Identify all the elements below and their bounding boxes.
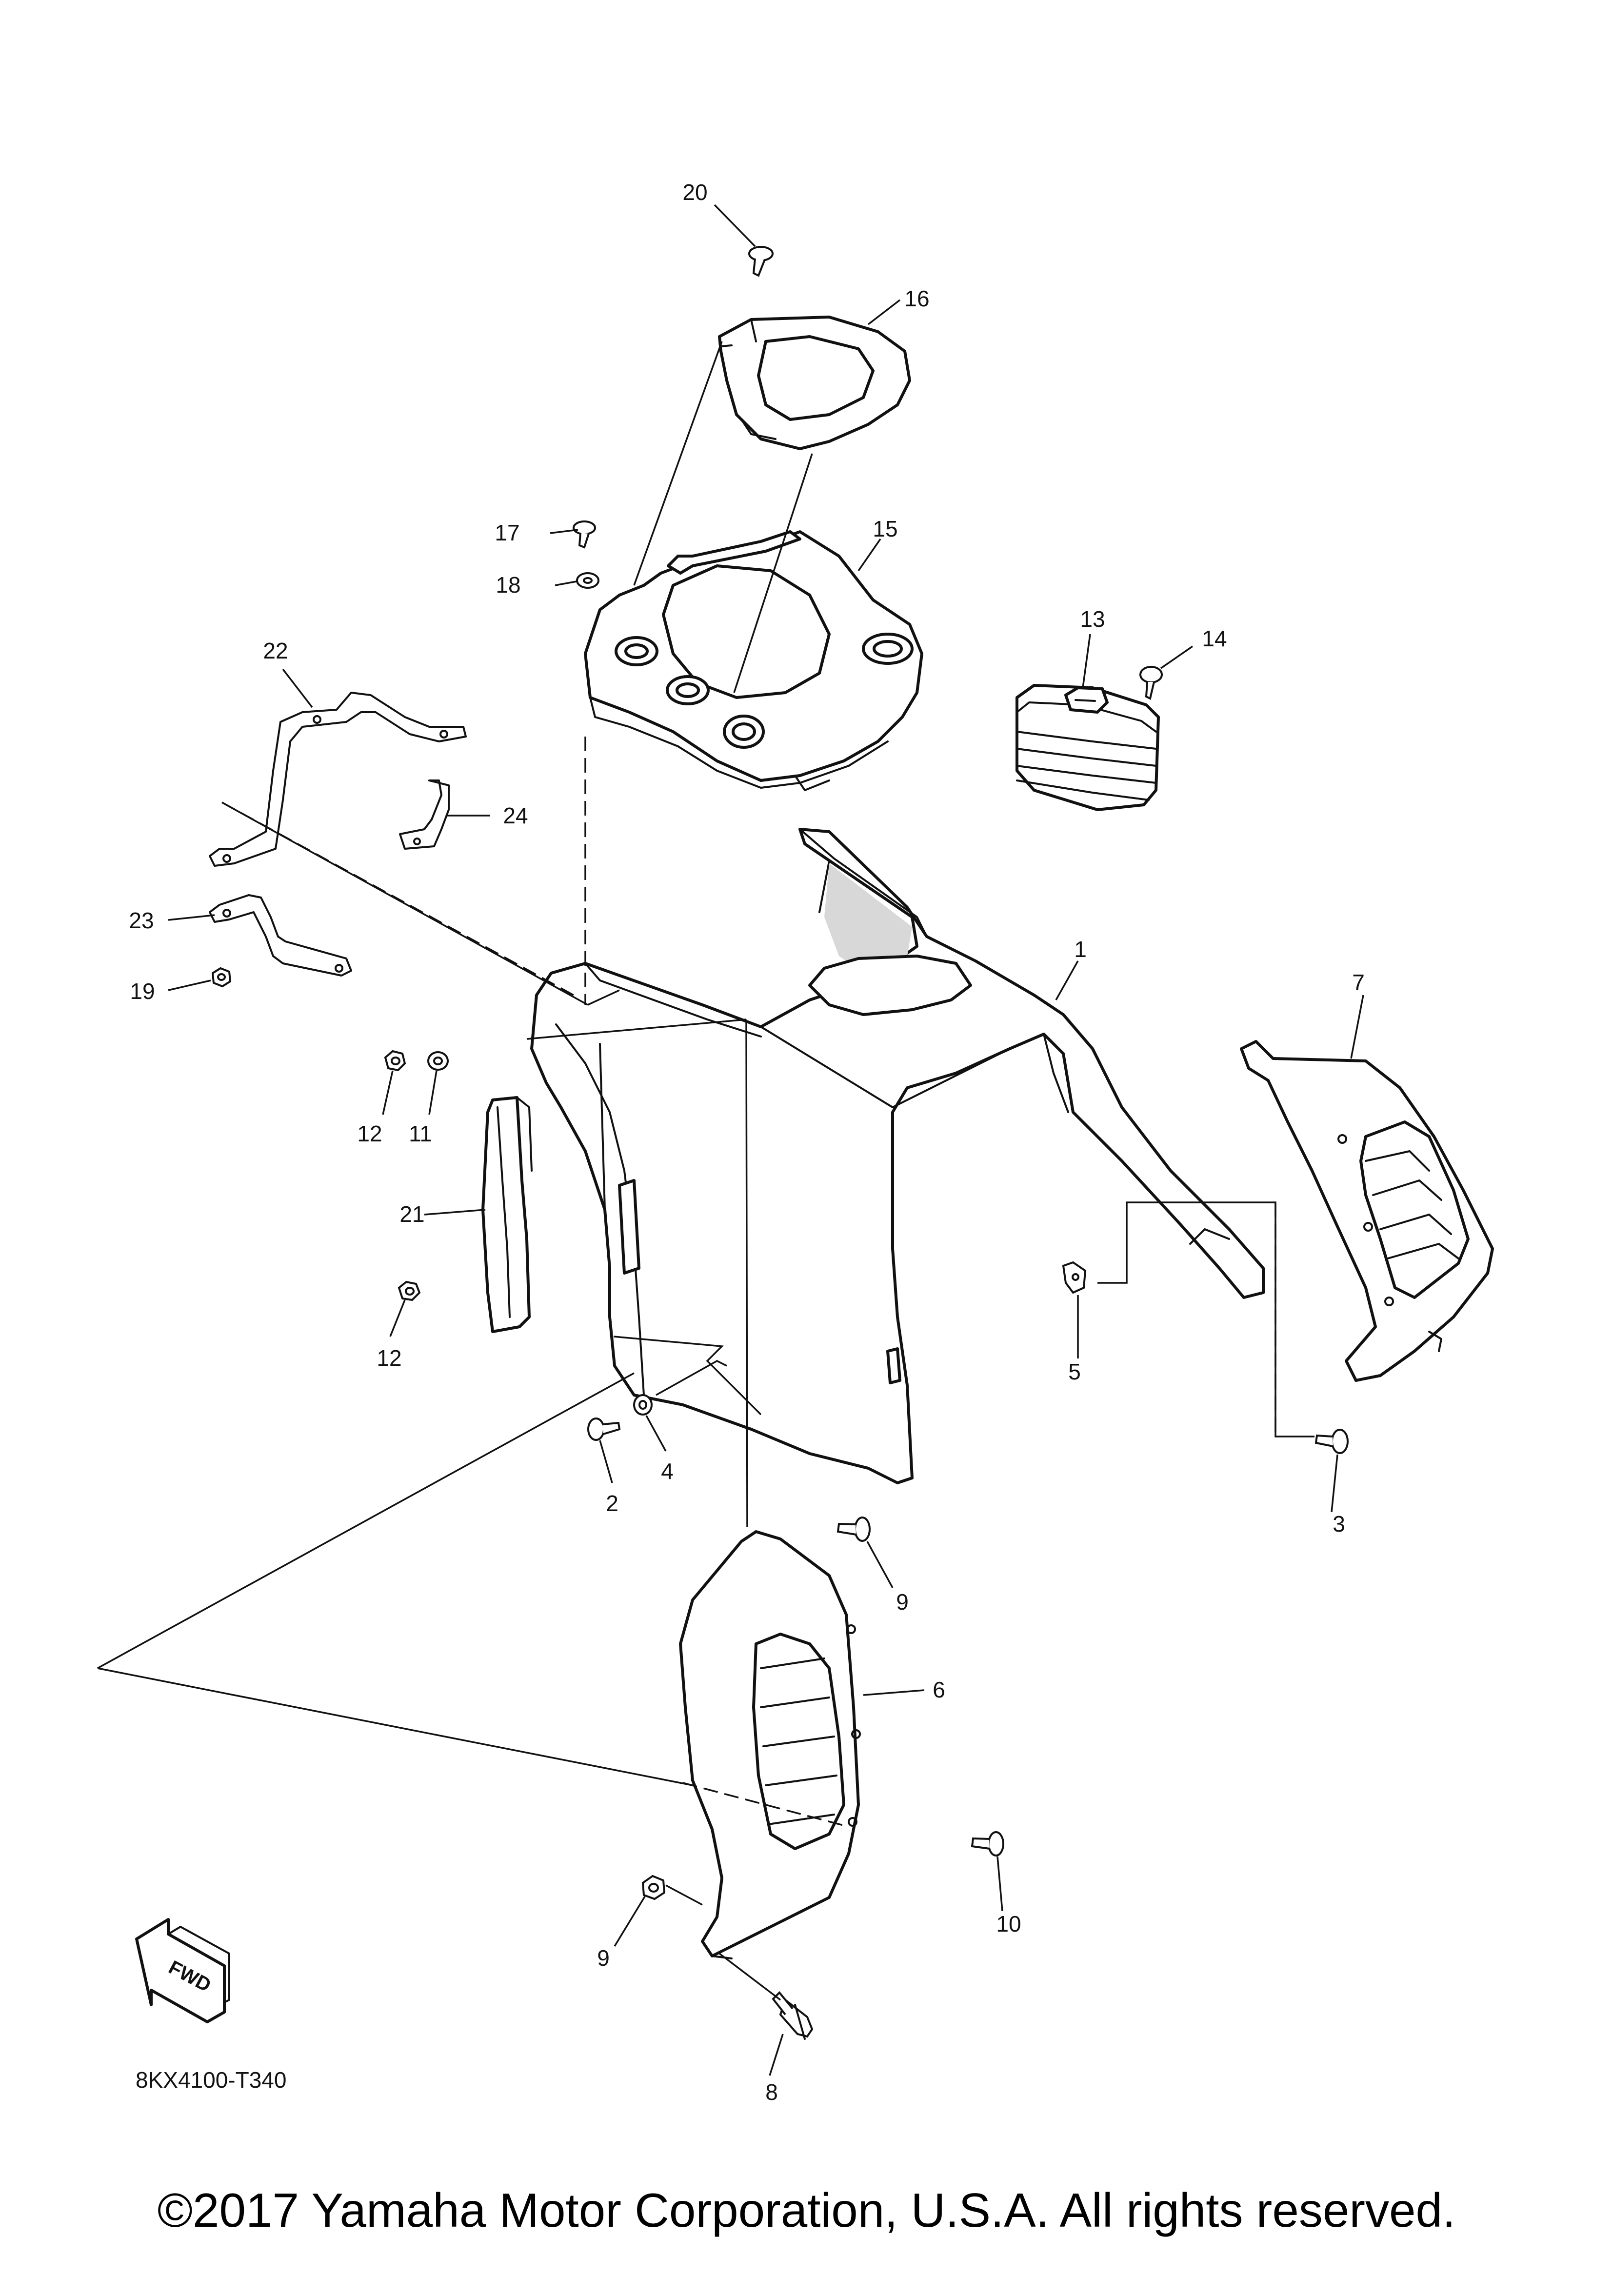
- callout-4: 4: [661, 1458, 674, 1484]
- part-24-small-bracket: [399, 779, 450, 850]
- part-12-nut-upper: [384, 1050, 406, 1072]
- part-11-washer: [427, 1051, 449, 1071]
- part-5-clip-nut: [1062, 1261, 1087, 1294]
- callout-12-upper: 12: [357, 1121, 382, 1146]
- callout-19: 19: [130, 978, 155, 1004]
- copyright-notice: ©2017 Yamaha Motor Corporation, U.S.A. A…: [157, 2183, 1456, 2237]
- part-20-screw: [748, 246, 774, 277]
- part-9-nut-lower: [641, 1875, 666, 1900]
- part-22-upper-bracket: [209, 692, 467, 867]
- callout-9-upper: 9: [896, 1589, 909, 1615]
- callout-23: 23: [129, 908, 154, 933]
- fwd-arrow-icon: FWD: [135, 1918, 230, 2023]
- callout-6: 6: [933, 1677, 945, 1702]
- callout-9-lower: 9: [597, 1945, 610, 1971]
- part-21-bracket-plate: [481, 1096, 533, 1333]
- leader-lines: [168, 204, 1364, 2076]
- callout-17: 17: [495, 520, 519, 545]
- part-23-lower-bracket: [209, 894, 352, 977]
- part-12-nut-lower: [398, 1280, 421, 1301]
- part-4-washer: [633, 1394, 653, 1416]
- callout-3: 3: [1333, 1511, 1345, 1537]
- callout-10: 10: [996, 1911, 1021, 1937]
- part-2-screw: [587, 1418, 621, 1441]
- part-6-left-side-cover: [679, 1530, 861, 1959]
- callout-2: 2: [606, 1491, 618, 1516]
- callout-18: 18: [496, 572, 520, 598]
- catalog-code: 8KX4100-T340: [136, 2067, 286, 2093]
- callout-22: 22: [263, 638, 288, 663]
- callout-1: 1: [1074, 937, 1087, 962]
- callout-14: 14: [1202, 626, 1227, 651]
- part-7-right-side-cover: [1240, 1040, 1494, 1382]
- assembly-lines: [97, 341, 1314, 2001]
- part-15-front-panel: [584, 530, 923, 791]
- callout-5: 5: [1068, 1359, 1081, 1384]
- callout-13: 13: [1080, 606, 1105, 632]
- part-1-front-body: [530, 828, 1265, 1484]
- part-13-box: [1016, 684, 1160, 811]
- part-18-washer: [576, 572, 599, 589]
- part-10-screw: [971, 1831, 1004, 1857]
- callout-12-lower: 12: [377, 1345, 401, 1371]
- callout-24: 24: [503, 803, 528, 828]
- part-17-screw: [573, 520, 596, 549]
- callout-21: 21: [399, 1201, 424, 1227]
- part-16-meter-cover: [718, 316, 911, 450]
- part-3-screw: [1314, 1429, 1349, 1454]
- callout-labels: 20 16 17 18 15 13 14 22 24 23 19 1 7 12 …: [129, 180, 1364, 2105]
- part-14-rivet: [1139, 666, 1163, 700]
- callout-20: 20: [682, 180, 707, 205]
- callout-7: 7: [1352, 970, 1365, 995]
- callout-16: 16: [904, 286, 929, 311]
- part-19-nut: [211, 967, 232, 988]
- callout-11: 11: [409, 1121, 432, 1146]
- callout-8: 8: [765, 2079, 778, 2105]
- part-9-screw-upper: [836, 1517, 871, 1542]
- callout-15: 15: [873, 516, 897, 541]
